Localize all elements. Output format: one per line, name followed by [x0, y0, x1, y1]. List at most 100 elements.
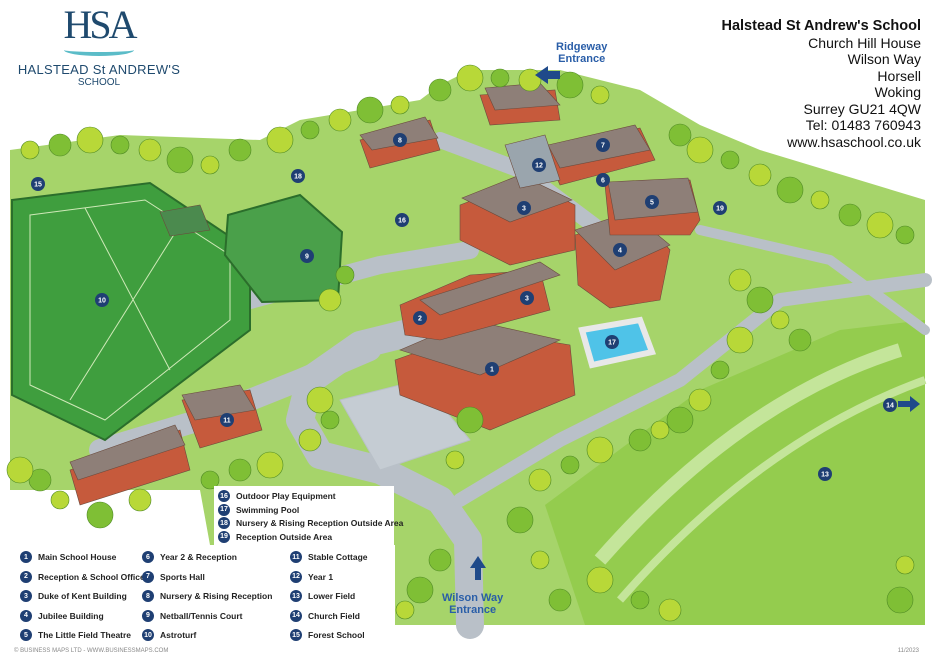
legend-number: 14 [290, 609, 302, 622]
marker-circle [393, 133, 407, 147]
map-marker-3[interactable]: 3 [520, 291, 534, 305]
tree [306, 386, 334, 414]
website-link[interactable]: www.hsaschool.co.uk [787, 133, 921, 150]
address-line: Church Hill House [808, 34, 921, 51]
marker-circle [883, 398, 897, 412]
tree [110, 135, 130, 155]
map-marker-3[interactable]: 3 [517, 201, 531, 215]
map-marker-12[interactable]: 12 [532, 158, 546, 172]
map-marker-5[interactable]: 5 [645, 195, 659, 209]
tree [50, 490, 70, 510]
legend-number: 16 [218, 490, 230, 502]
legend-label: Astroturf [160, 630, 197, 640]
tree [895, 555, 915, 575]
map-marker-6[interactable]: 6 [596, 173, 610, 187]
map-marker-11[interactable]: 11 [220, 413, 234, 427]
legend-label: Nursery & Rising Reception Outside Area [236, 518, 404, 528]
tree [748, 163, 772, 187]
astroturf-pitch [11, 181, 251, 442]
tree [688, 388, 712, 412]
map-marker-1[interactable]: 1 [485, 362, 499, 376]
running-track [594, 343, 903, 565]
marker-number: 1 [490, 367, 494, 374]
tree [518, 68, 542, 92]
marker-number: 16 [398, 218, 406, 225]
map-marker-19[interactable]: 19 [713, 201, 727, 215]
tree [48, 133, 72, 157]
tree [628, 428, 652, 452]
tree [395, 600, 415, 620]
address-line: Horsell [877, 67, 921, 84]
map-marker-13[interactable]: 13 [818, 467, 832, 481]
marker-number: 6 [601, 178, 605, 185]
marker-number: 15 [34, 182, 42, 189]
legend-label: Year 1 [308, 571, 334, 582]
tree [256, 451, 284, 479]
logo-name: HALSTEAD St ANDREW'S [17, 62, 181, 77]
legend-label: Duke of Kent Building [38, 591, 127, 601]
marker-number: 17 [608, 340, 616, 347]
address-line: Surrey GU21 4QW [803, 100, 921, 117]
map-marker-18[interactable]: 18 [291, 169, 305, 183]
legend-number: 18 [218, 517, 230, 529]
tree [456, 64, 484, 92]
tree [166, 146, 194, 174]
tree [666, 406, 694, 434]
legend-number: 10 [142, 629, 154, 641]
marker-circle [95, 293, 109, 307]
legend-item-10: 10 Astroturf [142, 629, 196, 641]
ridgeway-entrance-arrow-icon [535, 66, 560, 84]
map-marker-17[interactable]: 17 [605, 335, 619, 349]
tree [560, 455, 580, 475]
map-marker-9[interactable]: 9 [300, 249, 314, 263]
marker-circle [291, 169, 305, 183]
logo-subname: SCHOOL [77, 77, 121, 88]
tree [590, 85, 610, 105]
map-marker-15[interactable]: 15 [31, 177, 45, 191]
marker-circle [713, 201, 727, 215]
phone: Tel: 01483 760943 [805, 117, 921, 133]
tree [586, 566, 614, 594]
marker-circle [818, 467, 832, 481]
marker-number: 3 [522, 206, 526, 213]
entrance-label-line: Wilson Way [442, 592, 504, 604]
map-marker-10[interactable]: 10 [95, 293, 109, 307]
tree [556, 71, 584, 99]
legend-number: 7 [142, 570, 154, 583]
legend-number: 11 [290, 551, 302, 563]
map-marker-16[interactable]: 16 [395, 213, 409, 227]
wilson-way-entrance-label: Wilson Way Entrance [442, 592, 503, 616]
legend-number: 15 [290, 629, 302, 641]
tree [300, 120, 320, 140]
wilson-way-entrance-arrow-icon [470, 556, 486, 580]
marker-number: 12 [535, 163, 543, 170]
logo-mark: HSA [63, 2, 137, 47]
map-marker-14[interactable]: 14 [883, 398, 897, 412]
legend-number: 9 [142, 609, 154, 622]
map-marker-2[interactable]: 2 [413, 311, 427, 325]
tree [810, 190, 830, 210]
map-marker-8[interactable]: 8 [393, 133, 407, 147]
marker-circle [485, 362, 499, 376]
logo-wave [64, 44, 134, 56]
map-marker-7[interactable]: 7 [596, 138, 610, 152]
tree [20, 140, 40, 160]
map-marker-4[interactable]: 4 [613, 243, 627, 257]
legend-label: Reception Outside Area [236, 531, 333, 542]
marker-circle [605, 335, 619, 349]
tree [138, 138, 162, 162]
entrance-label-line: Entrance [558, 53, 606, 65]
legend-number: 5 [20, 629, 32, 641]
tree [128, 488, 152, 512]
tree [406, 576, 434, 604]
marker-circle [520, 291, 534, 305]
tree [320, 410, 340, 430]
legend-number: 17 [218, 503, 230, 516]
legend-number: 13 [290, 590, 302, 602]
marker-number: 10 [98, 298, 106, 305]
